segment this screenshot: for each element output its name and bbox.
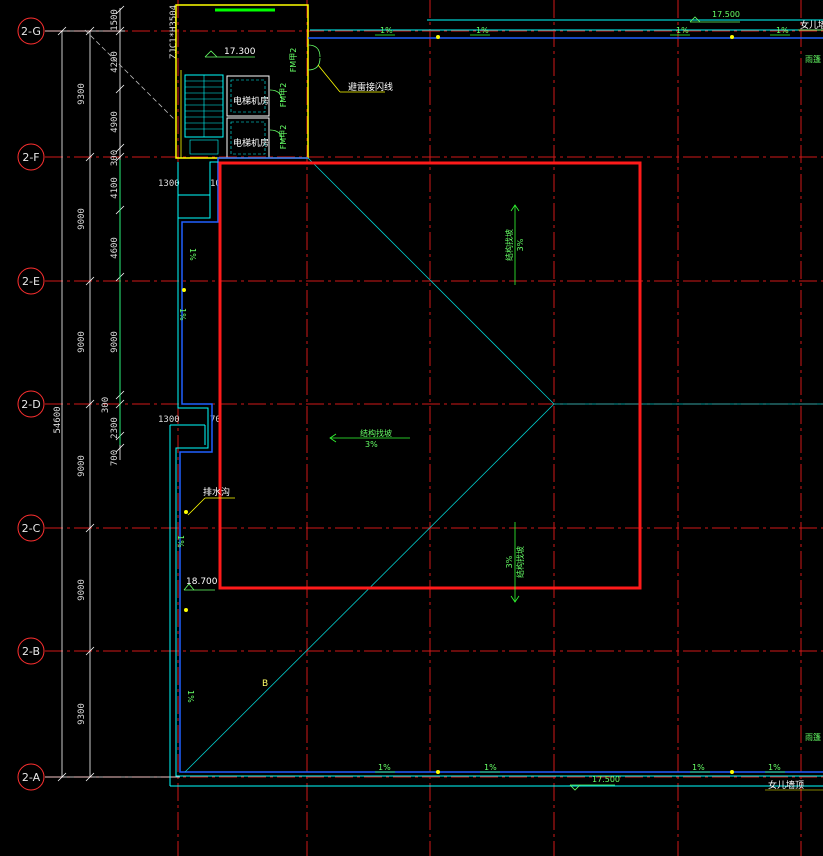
- chain-dim: 4200: [110, 51, 120, 73]
- chain-dim: 300: [110, 150, 120, 166]
- gutter-slope: 1%: [186, 690, 195, 703]
- downspout-label: 排水沟: [203, 486, 230, 498]
- stair-elevation: 17.300: [204, 47, 256, 58]
- chain-dim: 4600: [110, 237, 120, 259]
- chain-dim: 4900: [110, 111, 120, 133]
- slope-text: 结构找坡: [360, 428, 392, 438]
- ridge-mark: B: [262, 679, 268, 689]
- span-dim: 9300: [77, 83, 87, 105]
- elevation-label: 18.700: [186, 577, 218, 587]
- ridge-lines: [184, 157, 823, 773]
- roof-drains: [182, 35, 734, 774]
- axis-2-G: 2-G: [17, 17, 45, 45]
- roof-outline: [169, 19, 823, 787]
- offset-dim: 1300: [158, 179, 180, 189]
- slope-text: 结构找坡: [504, 229, 514, 261]
- slope-arrow-down: [510, 522, 520, 603]
- span-dim: 9000: [77, 208, 87, 230]
- axis-2-C: 2-C: [17, 514, 45, 542]
- diagonal-guide: [84, 29, 176, 121]
- axis-2-F: 2-F: [17, 143, 45, 171]
- axis-label: 2-G: [21, 25, 41, 38]
- gutter-slope: 1%: [484, 763, 497, 772]
- raised-roof-outline: [218, 161, 642, 590]
- span-dim: 9000: [77, 579, 87, 601]
- axis-label: 2-C: [22, 522, 41, 535]
- door-label: FM甲2: [279, 125, 288, 150]
- chain-dim: 2300: [110, 417, 120, 439]
- small-dim: 70: [210, 415, 221, 425]
- small-dim: 10: [210, 179, 221, 189]
- door-label: FM甲2: [279, 83, 288, 108]
- total-dimension: 54600: [53, 406, 63, 433]
- elevation-label: 17.300: [224, 47, 256, 57]
- gutter-slope: 1%: [178, 308, 187, 321]
- slope-value: 3%: [365, 440, 378, 449]
- stair-block: [175, 4, 321, 159]
- elevator-room-label: 电梯机房: [233, 137, 269, 149]
- chain-dim: 9000: [110, 331, 120, 353]
- axis-bubbles: 2-G 2-F 2-E 2-D 2-C 2-B 2-A: [17, 17, 45, 791]
- gutter-slope: 1%: [776, 26, 789, 35]
- slope-value: 3%: [516, 238, 525, 251]
- parapet-label: 女儿墙顶: [768, 779, 804, 791]
- lightning-label: 避雷接闪线: [348, 81, 393, 93]
- elevator-room-label: 电梯机房: [233, 95, 269, 107]
- axis-label: 2-E: [22, 275, 40, 288]
- bottom-edge-elevation: 17.500: [569, 775, 620, 791]
- axis-label: 2-F: [22, 151, 39, 164]
- detail-ref: ZJC1*H3504: [169, 5, 179, 59]
- chain-dim: 700: [110, 450, 120, 466]
- axis-2-B: 2-B: [17, 637, 45, 665]
- elevation-label: 17.500: [592, 775, 620, 784]
- span-dim: 9300: [77, 703, 87, 725]
- axis-label: 2-D: [21, 398, 40, 411]
- slope-value: 3%: [505, 555, 514, 568]
- axis-2-D: 2-D: [17, 390, 45, 418]
- span-dim: 9000: [77, 455, 87, 477]
- elevation-label: 17.500: [712, 10, 740, 19]
- slope-text: 结构找坡: [515, 546, 525, 578]
- gutter-slope: 1%: [476, 26, 489, 35]
- gutter-label: 雨篷: [805, 54, 821, 64]
- axis-label: 2-B: [22, 645, 40, 658]
- axis-2-E: 2-E: [17, 267, 45, 295]
- top-edge-elevation: 17.500: [689, 10, 740, 23]
- chain-dim: 1500: [110, 9, 120, 31]
- axis-label: 2-A: [22, 771, 41, 784]
- gutter-label: 雨篷: [805, 732, 821, 742]
- gutter-slope: 1%: [676, 26, 689, 35]
- gutter-slope: 1%: [378, 763, 391, 772]
- offset-dim: 1300: [158, 415, 180, 425]
- span-dim: 9000: [77, 331, 87, 353]
- gutter-slope: 1%: [380, 26, 393, 35]
- axis-2-A: 2-A: [17, 763, 45, 791]
- door-label: FM甲2: [289, 48, 298, 73]
- gutter-slope: 1%: [768, 763, 781, 772]
- parapet-label: 女儿墙顶: [800, 19, 823, 31]
- slope-arrow-center: [329, 433, 410, 443]
- chain-dim: 4100: [110, 177, 120, 199]
- gutter-slope: 1%: [692, 763, 705, 772]
- main-roof-elevation: 18.700: [183, 577, 218, 591]
- gutter-slope: 1%: [188, 248, 197, 261]
- slope-arrow-up: [510, 204, 520, 285]
- grid-lines: [45, 0, 823, 856]
- chain-dim: 300: [101, 397, 111, 413]
- gutter-slope: 1%: [176, 535, 185, 548]
